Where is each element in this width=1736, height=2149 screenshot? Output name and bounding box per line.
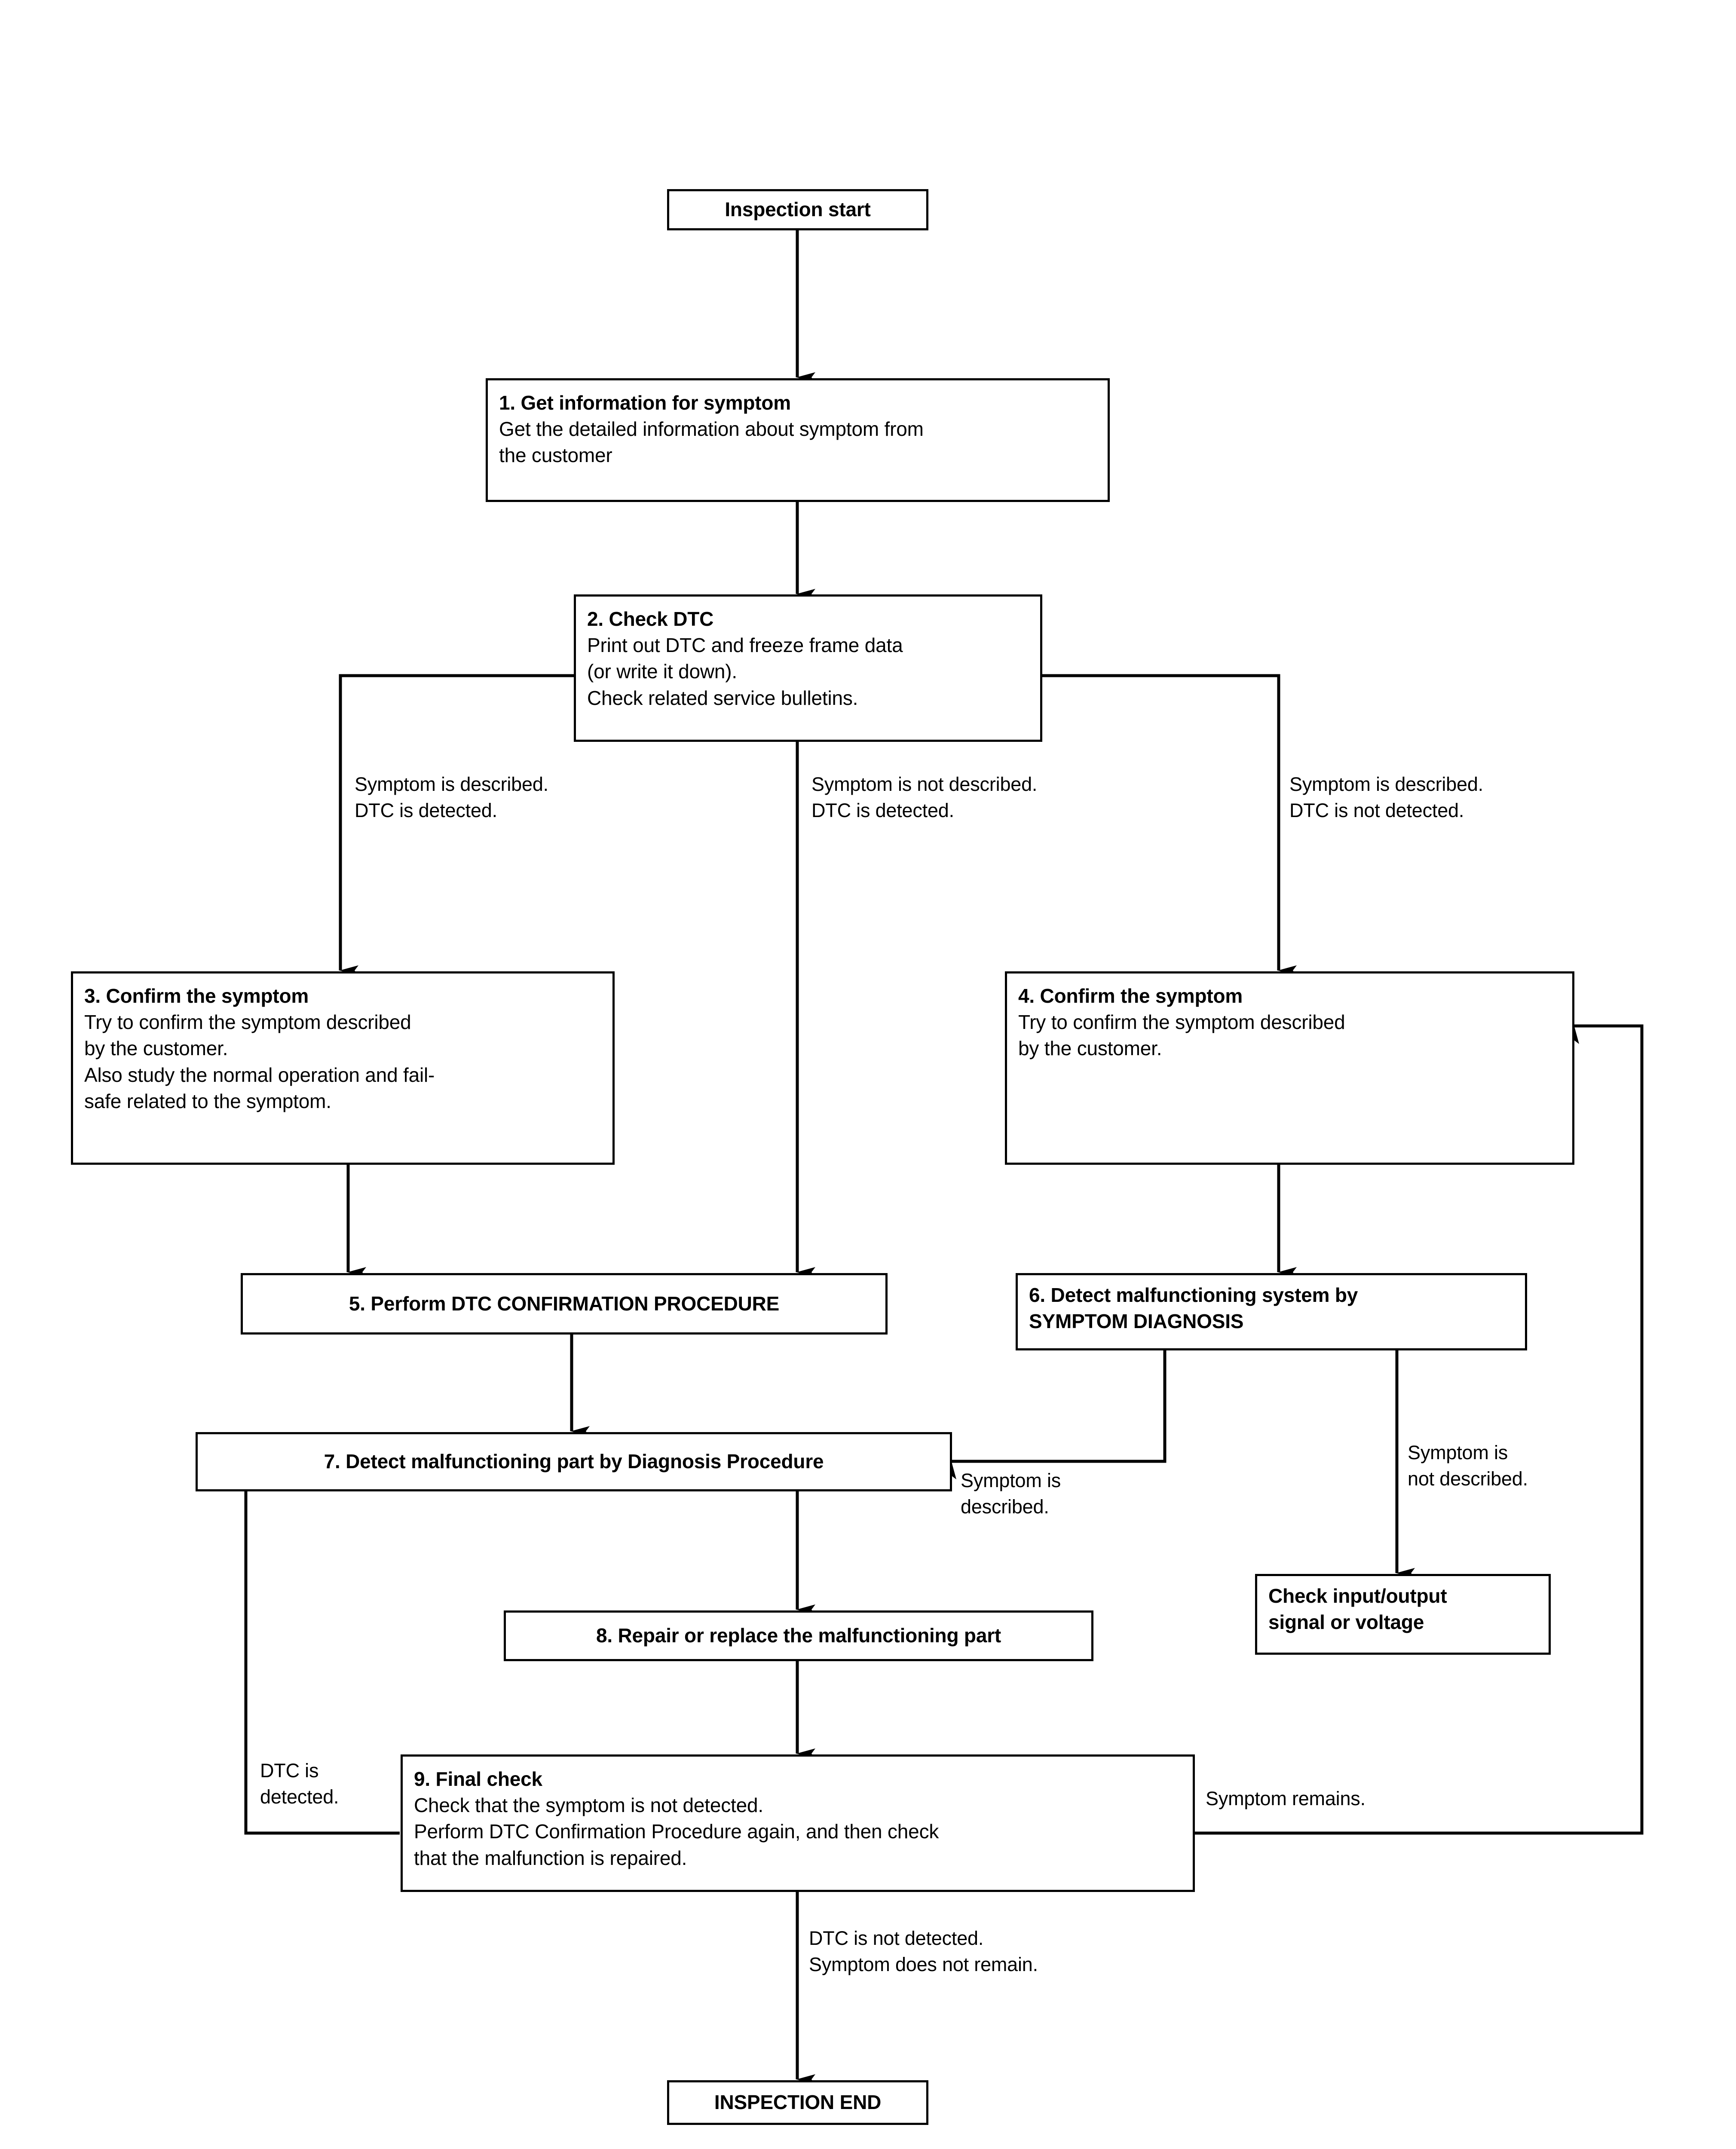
edge-label-middle-branch: Symptom is not described. DTC is detecte… <box>811 773 1038 821</box>
node-step-7[interactable]: 7. Detect malfunctioning part by Diagnos… <box>196 1432 952 1491</box>
node-step-2-title: 2. Check DTC <box>587 608 714 630</box>
edge-label-dtc-not-detected: DTC is not detected. Symptom does not re… <box>809 1927 1038 1975</box>
edge-2-to-4 <box>1040 674 1297 976</box>
edge-label-dtc-detected: DTC is detected. <box>260 1760 339 1808</box>
node-inspection-start[interactable]: Inspection start <box>667 189 928 230</box>
edge-9-to-4-loop <box>1195 1024 1644 1835</box>
edge-6-to-7 <box>946 1350 1167 1479</box>
node-step-1[interactable]: 1. Get information for symptom Get the d… <box>486 378 1110 502</box>
node-check-input-output[interactable]: Check input/output signal or voltage <box>1255 1574 1551 1655</box>
edge-label-left-branch: Symptom is described. DTC is detected. <box>355 773 548 821</box>
node-step-9-body: Check that the symptom is not detected. … <box>414 1794 939 1869</box>
node-step-6-title: 6. Detect malfunctioning system by SYMPT… <box>1029 1284 1358 1333</box>
node-step-3-body: Try to confirm the symptom described by … <box>84 1011 435 1112</box>
node-inspection-end-label: INSPECTION END <box>714 2091 882 2114</box>
edge-label-right-branch: Symptom is described. DTC is not detecte… <box>1289 773 1483 821</box>
node-step-4-title: 4. Confirm the symptom <box>1018 985 1243 1007</box>
node-step-2-body: Print out DTC and freeze frame data (or … <box>587 634 903 709</box>
node-inspection-start-label: Inspection start <box>725 198 871 221</box>
node-step-9-title: 9. Final check <box>414 1768 542 1790</box>
node-step-7-title: 7. Detect malfunctioning part by Diagnos… <box>324 1450 824 1473</box>
node-step-3[interactable]: 3. Confirm the symptom Try to confirm th… <box>71 971 615 1165</box>
node-inspection-end[interactable]: INSPECTION END <box>667 2080 928 2125</box>
node-step-8[interactable]: 8. Repair or replace the malfunctioning … <box>504 1610 1093 1661</box>
node-step-1-title: 1. Get information for symptom <box>499 392 791 414</box>
node-step-4[interactable]: 4. Confirm the symptom Try to confirm th… <box>1005 971 1574 1165</box>
node-step-9[interactable]: 9. Final check Check that the symptom is… <box>401 1754 1195 1892</box>
node-step-4-body: Try to confirm the symptom described by … <box>1018 1011 1345 1060</box>
edge-2-to-3 <box>339 674 576 976</box>
node-step-5[interactable]: 5. Perform DTC CONFIRMATION PROCEDURE <box>241 1273 888 1335</box>
node-step-3-title: 3. Confirm the symptom <box>84 985 309 1007</box>
edge-label-symptom-remains: Symptom remains. <box>1206 1788 1366 1809</box>
node-step-1-body: Get the detailed information about sympt… <box>499 418 924 467</box>
node-check-input-output-title: Check input/output signal or voltage <box>1268 1585 1447 1634</box>
node-step-2[interactable]: 2. Check DTC Print out DTC and freeze fr… <box>574 594 1042 742</box>
edge-label-symptom-not-described: Symptom is not described. <box>1408 1442 1528 1490</box>
edge-9-to-7-loop <box>228 1471 400 1835</box>
node-step-6[interactable]: 6. Detect malfunctioning system by SYMPT… <box>1016 1273 1527 1350</box>
edge-label-symptom-described: Symptom is described. <box>961 1469 1061 1518</box>
node-step-8-title: 8. Repair or replace the malfunctioning … <box>596 1624 1001 1647</box>
node-step-5-title: 5. Perform DTC CONFIRMATION PROCEDURE <box>349 1292 780 1315</box>
